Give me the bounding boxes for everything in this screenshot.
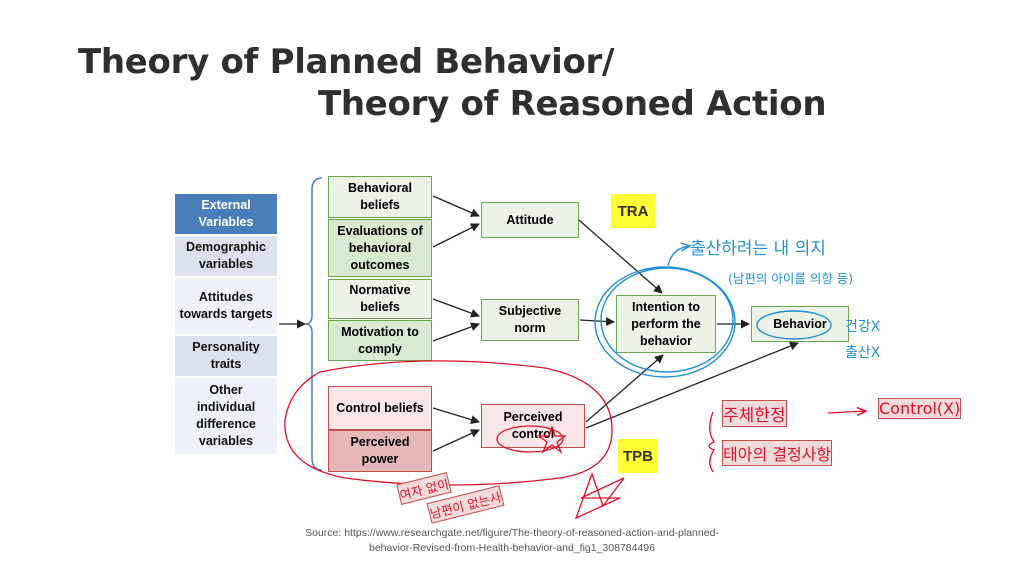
- attitude-box: Attitude: [481, 202, 579, 238]
- tpb-tag: TPB: [618, 439, 658, 473]
- perceived-power-box: Perceived power: [328, 430, 432, 472]
- normative-beliefs-box: Normative beliefs: [328, 279, 432, 319]
- external-item-other: Other individual difference variables: [175, 378, 277, 454]
- intention-annotation-2: (남편의 아이를 의향 등): [728, 271, 854, 286]
- control-beliefs-to-perceived-control-arrow: [432, 407, 480, 424]
- behavior-annotation-1: 건강X: [845, 319, 881, 335]
- control-annotation-target: Control(X): [878, 398, 962, 419]
- control-beliefs-box: Control beliefs: [328, 386, 432, 430]
- subjective-norm-box: Subjective norm: [481, 299, 579, 341]
- intention-annotation-1: 출산하려는 내 의지: [690, 239, 826, 259]
- normative-to-norm-arrow: [432, 298, 480, 318]
- control-to-intention-arrow: [585, 354, 664, 423]
- external-item-personality: Personality traits: [175, 336, 277, 376]
- beliefs-bracket: [304, 177, 323, 471]
- behavioral-beliefs-to-attitude-arrow: [432, 195, 480, 217]
- external-item-demographic: Demographic variables: [175, 236, 277, 276]
- behavior-annotation-2: 출산X: [845, 345, 881, 361]
- evaluations-box: Evaluations of behavioral outcomes: [328, 219, 432, 277]
- tra-tag: TRA: [611, 194, 655, 228]
- behavioral-beliefs-box: Behavioral beliefs: [328, 176, 432, 218]
- perceived-control-box: Perceived control: [481, 404, 585, 448]
- attitude-to-intention-arrow: [578, 219, 663, 294]
- page-title-line-2: Theory of Reasoned Action: [318, 84, 827, 124]
- external-variables-header: External Variables: [175, 194, 277, 234]
- behavior-box: Behavior: [751, 306, 849, 342]
- page-title-line-1: Theory of Planned Behavior/: [78, 42, 615, 82]
- evaluations-to-attitude-arrow: [432, 223, 480, 248]
- motivation-to-norm-arrow: [432, 322, 480, 342]
- control-annotation-2: 태아의 결정사항: [722, 440, 833, 466]
- control-annotation-1: 주체한정: [722, 400, 787, 427]
- motivation-box: Motivation to comply: [328, 320, 432, 361]
- intention-box: Intention to perform the behavior: [616, 295, 716, 353]
- external-item-attitudes: Attitudes towards targets: [175, 278, 277, 334]
- source-citation: Source: https://www.researchgate.net/fig…: [305, 527, 719, 554]
- norm-to-intention-arrow: [579, 317, 615, 327]
- perceived-power-to-perceived-control-arrow: [432, 429, 480, 452]
